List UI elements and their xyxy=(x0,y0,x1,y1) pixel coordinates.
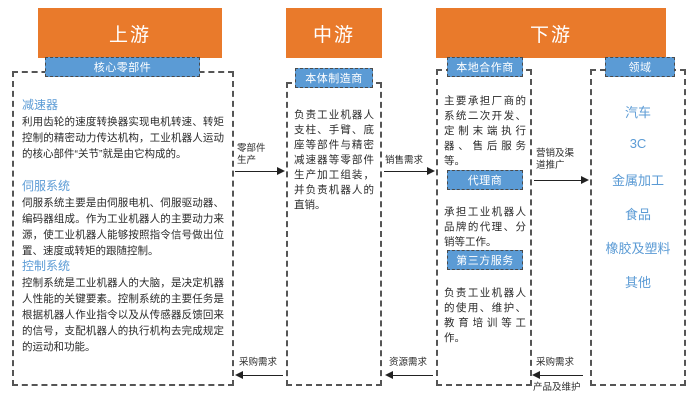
field-item-food[interactable]: 食品 xyxy=(590,204,686,223)
midstream-body-text: 负责工业机器人支柱、手臂、底座等部件与精密减速器等零部件生产加工组装，并负责机器… xyxy=(294,109,374,211)
connector-procurement-demand-1-arrow xyxy=(235,371,243,379)
downstream-chip-third-party-service-label: 第三方服务 xyxy=(456,255,514,267)
field-item-automotive[interactable]: 汽车 xyxy=(590,102,686,121)
field-item-rubber-plastic[interactable]: 橡胶及塑料 xyxy=(590,238,686,257)
upstream-body-reducer: 利用齿轮的速度转换器实现电机转速、转矩控制的精密动力传达机构，工业机器人运动的核… xyxy=(22,114,224,162)
downstream-chip-local-partner[interactable]: 本地合作商 xyxy=(447,57,523,77)
upstream-heading-control: 控制系统 xyxy=(22,258,222,274)
field-item-metal-processing[interactable]: 金属加工 xyxy=(590,170,686,189)
connector-marketing-channel-label: 营销及渠 道推广 xyxy=(536,148,575,171)
field-item-metal-processing-label: 金属加工 xyxy=(611,173,664,188)
connector-sales-demand-label: 销售需求 xyxy=(385,155,424,166)
field-item-other[interactable]: 其他 xyxy=(590,272,686,291)
downstream-body-third-party-service-text: 负责工业机器人的使用、维护、教育培训等工作。 xyxy=(444,287,526,344)
upstream-heading-reducer: 减速器 xyxy=(22,97,222,113)
stage-banner-downstream-label: 下游 xyxy=(529,24,572,46)
upstream-chip-core-components[interactable]: 核心零部件 xyxy=(45,57,200,77)
connector-parts-production-line xyxy=(235,171,277,172)
downstream-fields-list: 汽车 3C 金属加工 食品 橡胶及塑料 其他 xyxy=(590,69,686,386)
upstream-chip-label: 核心零部件 xyxy=(93,62,152,74)
downstream-body-local-partner-text: 主要承担厂商的系统二次开发、定制末端执行器、售后服务等。 xyxy=(444,95,526,167)
downstream-body-local-partner: 主要承担厂商的系统二次开发、定制末端执行器、售后服务等。 xyxy=(444,94,526,169)
connector-resource-demand-label: 资源需求 xyxy=(389,357,428,368)
downstream-body-agent: 承担工业机器人品牌的代理、分销等工作。 xyxy=(444,205,526,250)
connector-procurement-demand-1-label: 采购需求 xyxy=(239,357,278,368)
downstream-body-third-party-service: 负责工业机器人的使用、维护、教育培训等工作。 xyxy=(444,286,526,346)
field-item-3c-label: 3C xyxy=(629,136,647,151)
field-item-other-label: 其他 xyxy=(624,275,651,290)
stage-banner-upstream-label: 上游 xyxy=(108,24,151,46)
downstream-chip-local-partner-label: 本地合作商 xyxy=(456,62,514,74)
midstream-chip-body-manufacturer[interactable]: 本体制造商 xyxy=(295,68,373,88)
upstream-heading-control-text: 控制系统 xyxy=(22,259,71,273)
downstream-chip-fields-label: 领域 xyxy=(628,62,652,74)
upstream-heading-reducer-text: 减速器 xyxy=(22,98,59,112)
stage-banner-downstream: 下游 xyxy=(436,8,666,58)
downstream-chip-agent-label: 代理商 xyxy=(467,175,503,187)
connector-marketing-channel-arrow xyxy=(581,176,589,184)
connector-parts-production-label: 零部件 生产 xyxy=(237,143,266,166)
upstream-body-reducer-text: 利用齿轮的速度转换器实现电机转速、转矩控制的精密动力传达机构，工业机器人运动的核… xyxy=(22,116,224,160)
field-item-rubber-plastic-label: 橡胶及塑料 xyxy=(605,241,671,256)
midstream-chip-label: 本体制造商 xyxy=(305,73,363,85)
connector-parts-production-arrow xyxy=(277,167,285,175)
upstream-heading-servo: 伺服系统 xyxy=(22,178,222,194)
upstream-body-control: 控制系统是工业机器人的大脑，是决定机器人性能的关键要素。控制系统的主要任务是根据… xyxy=(22,275,224,355)
downstream-body-agent-text: 承担工业机器人品牌的代理、分销等工作。 xyxy=(444,206,526,248)
connector-resource-demand-line xyxy=(393,375,433,376)
field-item-automotive-label: 汽车 xyxy=(624,105,651,120)
connector-procurement-demand-1-line xyxy=(243,375,283,376)
connector-products-and-maintenance-label: 产品及维护 xyxy=(533,382,581,393)
stage-banner-midstream-label: 中游 xyxy=(312,24,355,46)
upstream-body-servo: 伺服系统主要是由伺服电机、伺服驱动器、编码器组成。作为工业机器人的主要动力来源，… xyxy=(22,195,224,259)
connector-procurement-demand-2-line xyxy=(540,375,583,376)
field-item-3c[interactable]: 3C xyxy=(590,136,686,151)
connector-resource-demand-arrow xyxy=(385,371,393,379)
field-item-food-label: 食品 xyxy=(624,207,651,222)
connector-marketing-channel-line xyxy=(534,180,581,181)
stage-banner-upstream: 上游 xyxy=(38,8,222,58)
midstream-body: 负责工业机器人支柱、手臂、底座等部件与精密减速器等零部件生产加工组装，并负责机器… xyxy=(294,108,374,213)
stage-banner-midstream: 中游 xyxy=(286,8,382,58)
upstream-body-control-text: 控制系统是工业机器人的大脑，是决定机器人性能的关键要素。控制系统的主要任务是根据… xyxy=(22,277,224,353)
connector-procurement-demand-2-arrow xyxy=(532,371,540,379)
connector-procurement-demand-2-label: 采购需求 xyxy=(536,357,575,368)
connector-sales-demand-arrow xyxy=(427,167,435,175)
downstream-chip-agent[interactable]: 代理商 xyxy=(447,170,523,190)
connector-sales-demand-line xyxy=(384,171,427,172)
downstream-chip-fields[interactable]: 领域 xyxy=(605,57,675,77)
upstream-body-servo-text: 伺服系统主要是由伺服电机、伺服驱动器、编码器组成。作为工业机器人的主要动力来源，… xyxy=(22,197,224,257)
upstream-heading-servo-text: 伺服系统 xyxy=(22,179,71,193)
downstream-chip-third-party-service[interactable]: 第三方服务 xyxy=(447,250,523,270)
